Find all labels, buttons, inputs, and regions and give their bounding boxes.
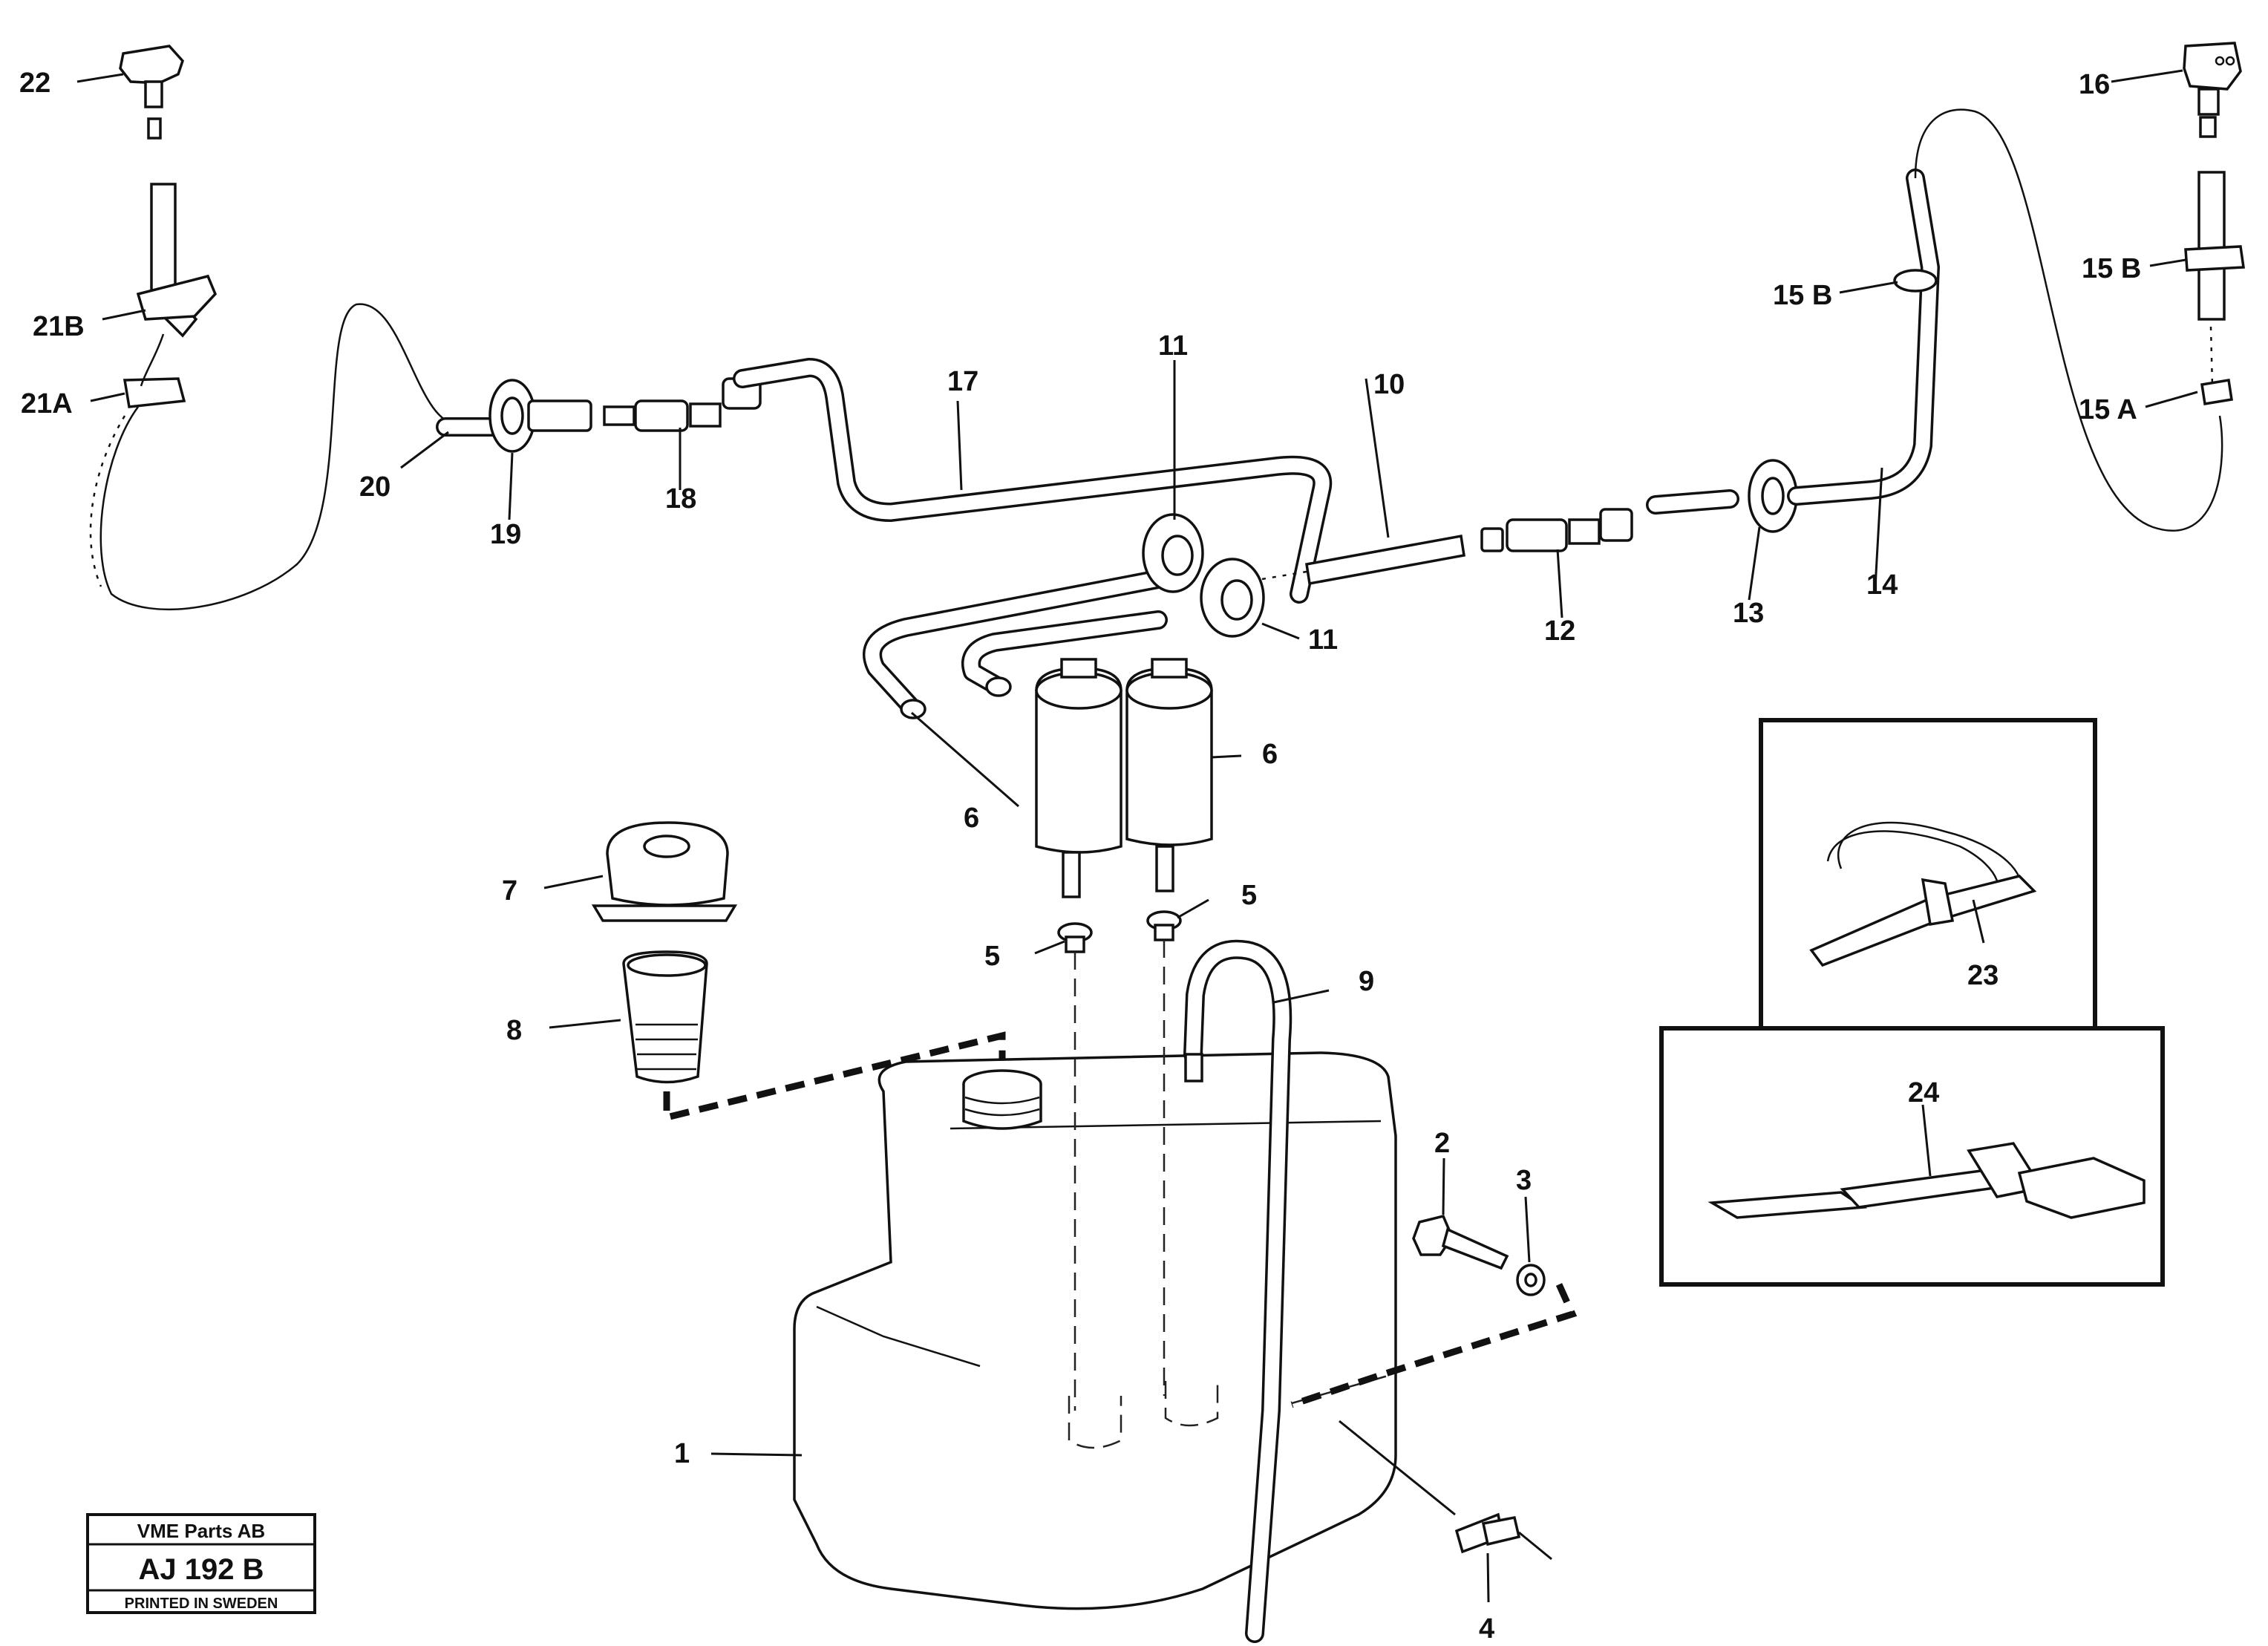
filler-cap-and-strainer — [591, 821, 738, 1084]
clip-leader-line — [1339, 1420, 1552, 1561]
callout-15b-right: 15 B — [2082, 253, 2141, 284]
left-loop-hose-dotted — [89, 415, 126, 587]
inset-cable-tie — [1759, 718, 2097, 1031]
mounting-path — [1290, 1283, 1578, 1408]
callout-17: 17 — [947, 366, 978, 397]
stamp-code: AJ 192 B — [139, 1553, 264, 1586]
callout-20: 20 — [359, 471, 390, 503]
callout-1: 1 — [674, 1438, 690, 1469]
stamp-company: VME Parts AB — [137, 1520, 265, 1542]
left-nozzle-assembly — [119, 45, 218, 408]
callout-15a: 15 A — [2079, 394, 2137, 425]
right-loop-hose — [1914, 108, 2223, 532]
callout-11-top: 11 — [1158, 330, 1188, 362]
pump-seals — [1057, 910, 1182, 953]
callout-19: 19 — [490, 519, 521, 550]
stamp-printed: PRINTED IN SWEDEN — [125, 1596, 278, 1612]
callout-24: 24 — [1908, 1077, 1939, 1108]
left-loop-hose — [99, 303, 454, 611]
callout-11-bottom: 11 — [1308, 624, 1338, 656]
callout-2: 2 — [1434, 1128, 1450, 1159]
callout-21a: 21A — [21, 388, 73, 419]
callout-6-right: 6 — [1262, 739, 1278, 770]
callout-21b: 21B — [33, 311, 85, 342]
callout-18: 18 — [665, 483, 696, 515]
callout-3: 3 — [1516, 1165, 1532, 1196]
callout-15b-left: 15 B — [1773, 280, 1832, 311]
callout-8: 8 — [506, 1015, 522, 1046]
inset-hose-strap — [1659, 1026, 2165, 1287]
drain-hose-9 — [1183, 939, 1293, 1643]
hose-10-14-route — [1261, 169, 1940, 586]
callout-6-left: 6 — [964, 803, 979, 834]
grommet-11-pair — [1142, 513, 1265, 638]
callout-labels: 22 21B 21A 20 19 18 17 11 10 11 12 13 14… — [19, 68, 2141, 1645]
callout-10: 10 — [1373, 369, 1405, 400]
callout-12: 12 — [1544, 615, 1575, 647]
callout-9: 9 — [1359, 966, 1374, 997]
callout-14: 14 — [1866, 569, 1898, 601]
parts-stamp: VME Parts AB AJ 192 B PRINTED IN SWEDEN — [86, 1513, 316, 1614]
strainer-path — [663, 1031, 1006, 1122]
callout-5-left: 5 — [984, 941, 1000, 972]
callout-leader-lines — [76, 69, 2198, 1603]
callout-23: 23 — [1967, 960, 1999, 991]
callout-22: 22 — [19, 68, 50, 99]
callout-5-right: 5 — [1241, 880, 1257, 911]
washer-pumps — [1035, 658, 1213, 898]
hose-17-route — [436, 358, 1333, 604]
washer-tank — [793, 940, 1397, 1610]
mounting-hardware — [1412, 1214, 1546, 1554]
callout-13: 13 — [1733, 598, 1764, 629]
callout-4: 4 — [1479, 1613, 1494, 1645]
right-nozzle-assembly — [2183, 42, 2246, 406]
callout-16: 16 — [2079, 69, 2110, 100]
pump-feed-hoses — [863, 569, 1168, 719]
callout-7: 7 — [502, 875, 517, 907]
